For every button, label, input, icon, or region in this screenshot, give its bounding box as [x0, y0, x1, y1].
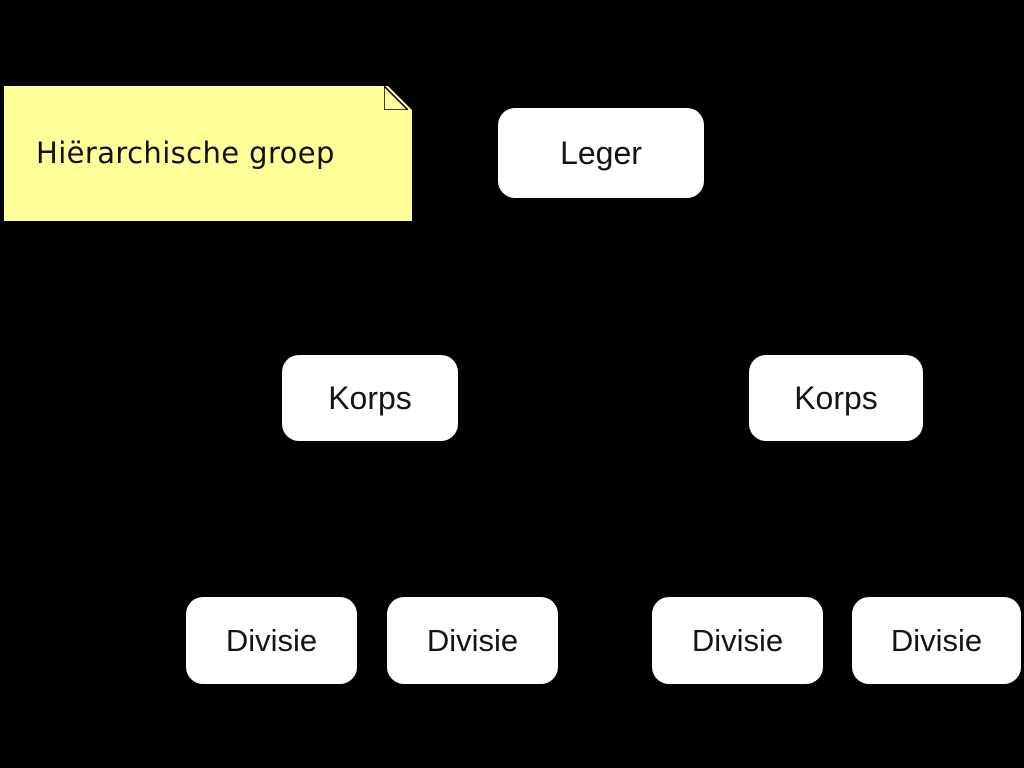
node-division-1[interactable]: Divisie [186, 597, 357, 684]
node-corps-2-label: Korps [794, 380, 878, 416]
node-division-2-label: Divisie [426, 623, 519, 658]
hierarchical-group-note[interactable]: Hiërarchische groep [4, 86, 412, 221]
node-corps-1-label: Korps [328, 380, 412, 416]
node-division-1-label: Divisie [225, 623, 318, 658]
node-division-3[interactable]: Divisie [652, 597, 823, 684]
node-army[interactable]: Leger [498, 108, 704, 198]
node-division-2[interactable]: Divisie [387, 597, 558, 684]
node-corps-2[interactable]: Korps [749, 355, 923, 441]
node-division-4[interactable]: Divisie [852, 597, 1021, 684]
hierarchical-group-note-label: Hiërarchische groep [36, 136, 335, 170]
node-army-label: Leger [560, 135, 642, 171]
node-division-4-label: Divisie [890, 623, 983, 658]
node-division-3-label: Divisie [691, 623, 784, 658]
node-corps-1[interactable]: Korps [282, 355, 458, 441]
